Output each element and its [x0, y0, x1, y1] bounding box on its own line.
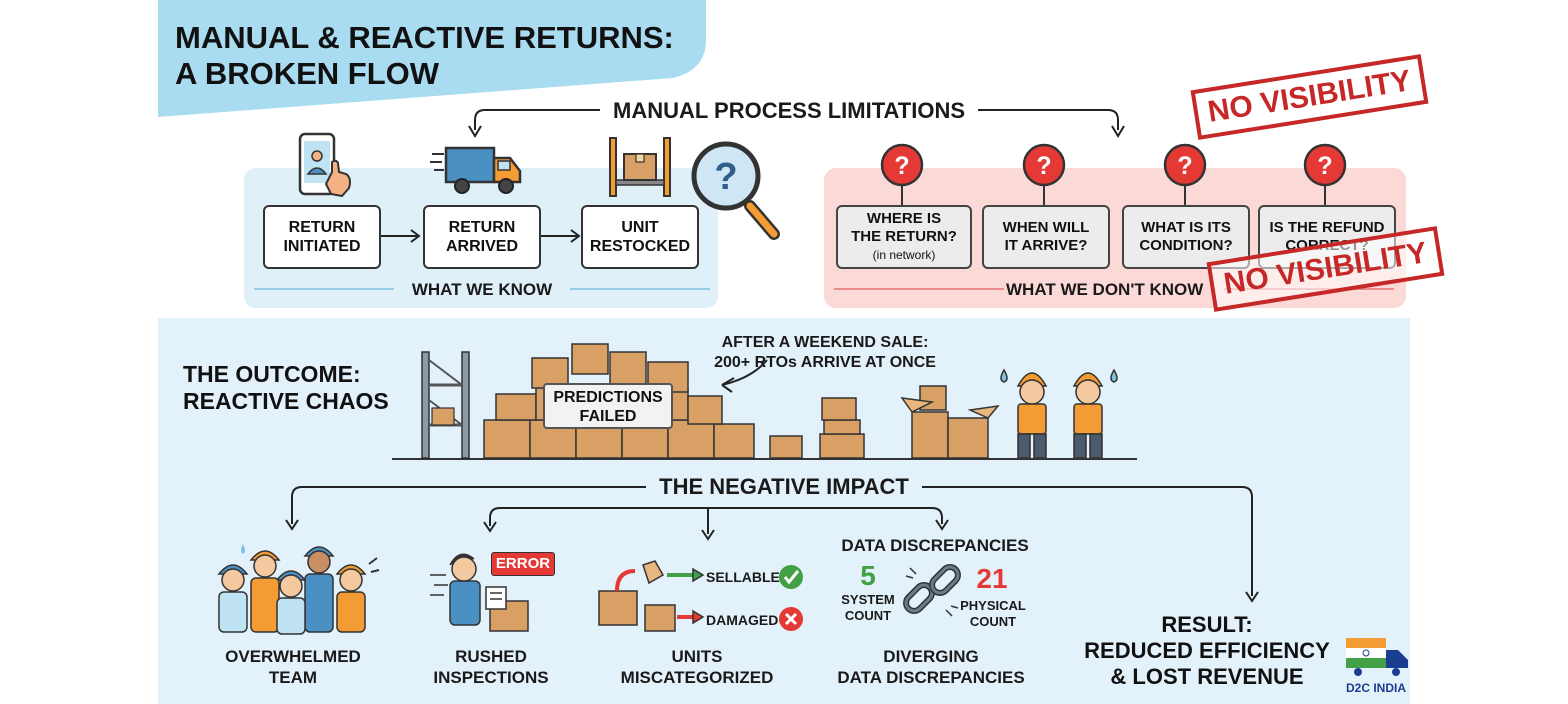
- rushed-inspector-icon: [430, 553, 529, 632]
- impact-line1: RUSHED: [455, 647, 527, 666]
- svg-text:?: ?: [714, 156, 737, 198]
- physical-label-line1: PHYSICAL: [960, 598, 1026, 613]
- question-pin-icon: ?: [1022, 143, 1066, 206]
- result-line3: & LOST REVENUE: [1110, 664, 1304, 689]
- question-pin-icon: ?: [880, 143, 924, 206]
- predictions-line2: FAILED: [579, 408, 637, 425]
- svg-text:?: ?: [1317, 152, 1332, 180]
- d2c-india-logo: [1346, 638, 1408, 676]
- x-icon: [779, 607, 803, 631]
- phone-icon: [298, 132, 351, 198]
- impact-line2: TEAM: [268, 668, 318, 687]
- impact-line1: UNITS: [671, 647, 723, 666]
- result-line1: RESULT:: [1161, 612, 1253, 637]
- system-count-value: 5: [860, 560, 876, 591]
- impact-line1: OVERWHELMED: [225, 647, 361, 666]
- impact-item-discrepancies: DIVERGING DATA DISCREPANCIES: [826, 646, 1036, 688]
- limitations-arrows: [468, 109, 1125, 138]
- question-line1: IS THE REFUND: [1269, 219, 1385, 236]
- impact-arrows: [285, 486, 1259, 603]
- question-note: (in network): [872, 248, 936, 262]
- predictions-failed-label: PREDICTIONS FAILED: [543, 383, 673, 429]
- question-pin-icon: ?: [1303, 143, 1347, 206]
- question-where: WHERE IS THE RETURN? (in network): [836, 205, 972, 269]
- stamp-text: NO VISIBILITY: [1205, 64, 1414, 129]
- stressed-worker-icon: [1000, 368, 1048, 459]
- outcome-heading: THE OUTCOME: REACTIVE CHAOS: [183, 361, 389, 415]
- broken-chain-icon: [903, 564, 961, 617]
- question-line1: WHAT IS ITS: [1141, 219, 1231, 236]
- question-when: WHEN WILL IT ARRIVE?: [982, 205, 1110, 269]
- result-line2: REDUCED EFFICIENCY: [1084, 638, 1330, 663]
- question-line1: WHERE IS: [866, 210, 942, 227]
- arrow-right-1: [381, 229, 421, 243]
- result-text: RESULT: REDUCED EFFICIENCY & LOST REVENU…: [1080, 612, 1334, 690]
- sellable-label: SELLABLE: [706, 569, 780, 585]
- impact-line2: MISCATEGORIZED: [620, 668, 774, 687]
- callout-line2: 200+ RTOs ARRIVE AT ONCE: [714, 354, 936, 371]
- stressed-worker-icon: [1072, 368, 1118, 459]
- page-title-line1: MANUAL & REACTIVE RETURNS:: [175, 20, 674, 55]
- step-line1: UNIT: [621, 219, 659, 236]
- header-banner-shape: [158, 0, 706, 117]
- impact-item-inspections: RUSHED INSPECTIONS: [416, 646, 566, 688]
- step-line2: ARRIVED: [445, 238, 518, 255]
- callout-line1: AFTER A WEEKEND SALE:: [721, 334, 929, 351]
- known-caption: WHAT WE KNOW: [411, 280, 553, 299]
- question-line2: IT ARRIVE?: [1004, 237, 1088, 254]
- impact-line2: INSPECTIONS: [433, 668, 549, 687]
- magnifier-question-icon: ?: [691, 141, 780, 240]
- error-badge: ERROR: [491, 552, 555, 576]
- svg-text:?: ?: [1036, 152, 1051, 180]
- unknown-caption: WHAT WE DON'T KNOW: [1006, 280, 1204, 299]
- damaged-label: DAMAGED: [706, 612, 779, 628]
- outcome-line2: REACTIVE CHAOS: [183, 388, 389, 414]
- step-line2: RESTOCKED: [589, 238, 691, 255]
- impact-line1: DIVERGING: [883, 647, 979, 666]
- limitations-heading: MANUAL PROCESS LIMITATIONS: [613, 98, 965, 123]
- question-line2: THE RETURN?: [851, 228, 957, 245]
- physical-count-label: PHYSICAL COUNT: [956, 598, 1030, 630]
- step-line2: INITIATED: [283, 238, 361, 255]
- brand-text: D2C INDIA: [1346, 681, 1407, 695]
- system-count-label: SYSTEM COUNT: [834, 592, 902, 624]
- impact-item-team: OVERWHELMED TEAM: [208, 646, 378, 688]
- question-pin-icon: ?: [1163, 143, 1207, 206]
- impact-heading: THE NEGATIVE IMPACT: [659, 474, 909, 499]
- question-line1: WHEN WILL: [1002, 219, 1090, 236]
- predictions-line1: PREDICTIONS: [553, 389, 663, 406]
- system-label-line2: COUNT: [844, 608, 892, 623]
- header-banner: MANUAL & REACTIVE RETURNS: A BROKEN FLOW: [158, 0, 706, 118]
- question-pins: ? ? ? ?: [880, 143, 1347, 206]
- impact-line2: DATA DISCREPANCIES: [837, 668, 1025, 687]
- truck-icon: [430, 146, 522, 194]
- physical-count-value: 21: [976, 563, 1008, 594]
- question-line2: CONDITION?: [1139, 237, 1233, 254]
- shelf-box-icon: [609, 137, 671, 197]
- svg-text:?: ?: [894, 152, 909, 180]
- known-caption-rule: [254, 288, 710, 290]
- bottom-panel: [158, 318, 1410, 704]
- physical-label-line2: COUNT: [969, 614, 1017, 629]
- overwhelmed-team-icon: [217, 544, 380, 635]
- outcome-line1: THE OUTCOME:: [183, 361, 361, 387]
- step-return-initiated: RETURN INITIATED: [263, 205, 381, 269]
- step-return-arrived: RETURN ARRIVED: [423, 205, 541, 269]
- step-unit-restocked: UNIT RESTOCKED: [581, 205, 699, 269]
- svg-text:?: ?: [1177, 152, 1192, 180]
- page-title-line2: A BROKEN FLOW: [175, 56, 440, 91]
- arrow-right-2: [541, 229, 581, 243]
- system-label-line1: SYSTEM: [841, 592, 895, 607]
- check-icon: [779, 565, 803, 589]
- step-line1: RETURN: [448, 219, 516, 236]
- sort-flow-icon: [598, 560, 803, 632]
- shelving-icon: [421, 351, 470, 459]
- data-discrepancies-heading: DATA DISCREPANCIES: [841, 536, 1029, 555]
- impact-item-miscategorized: UNITS MISCATEGORIZED: [612, 646, 782, 688]
- no-visibility-stamp-top: NO VISIBILITY: [1190, 54, 1429, 140]
- weekend-callout: AFTER A WEEKEND SALE: 200+ RTOs ARRIVE A…: [690, 333, 960, 373]
- step-line1: RETURN: [288, 219, 356, 236]
